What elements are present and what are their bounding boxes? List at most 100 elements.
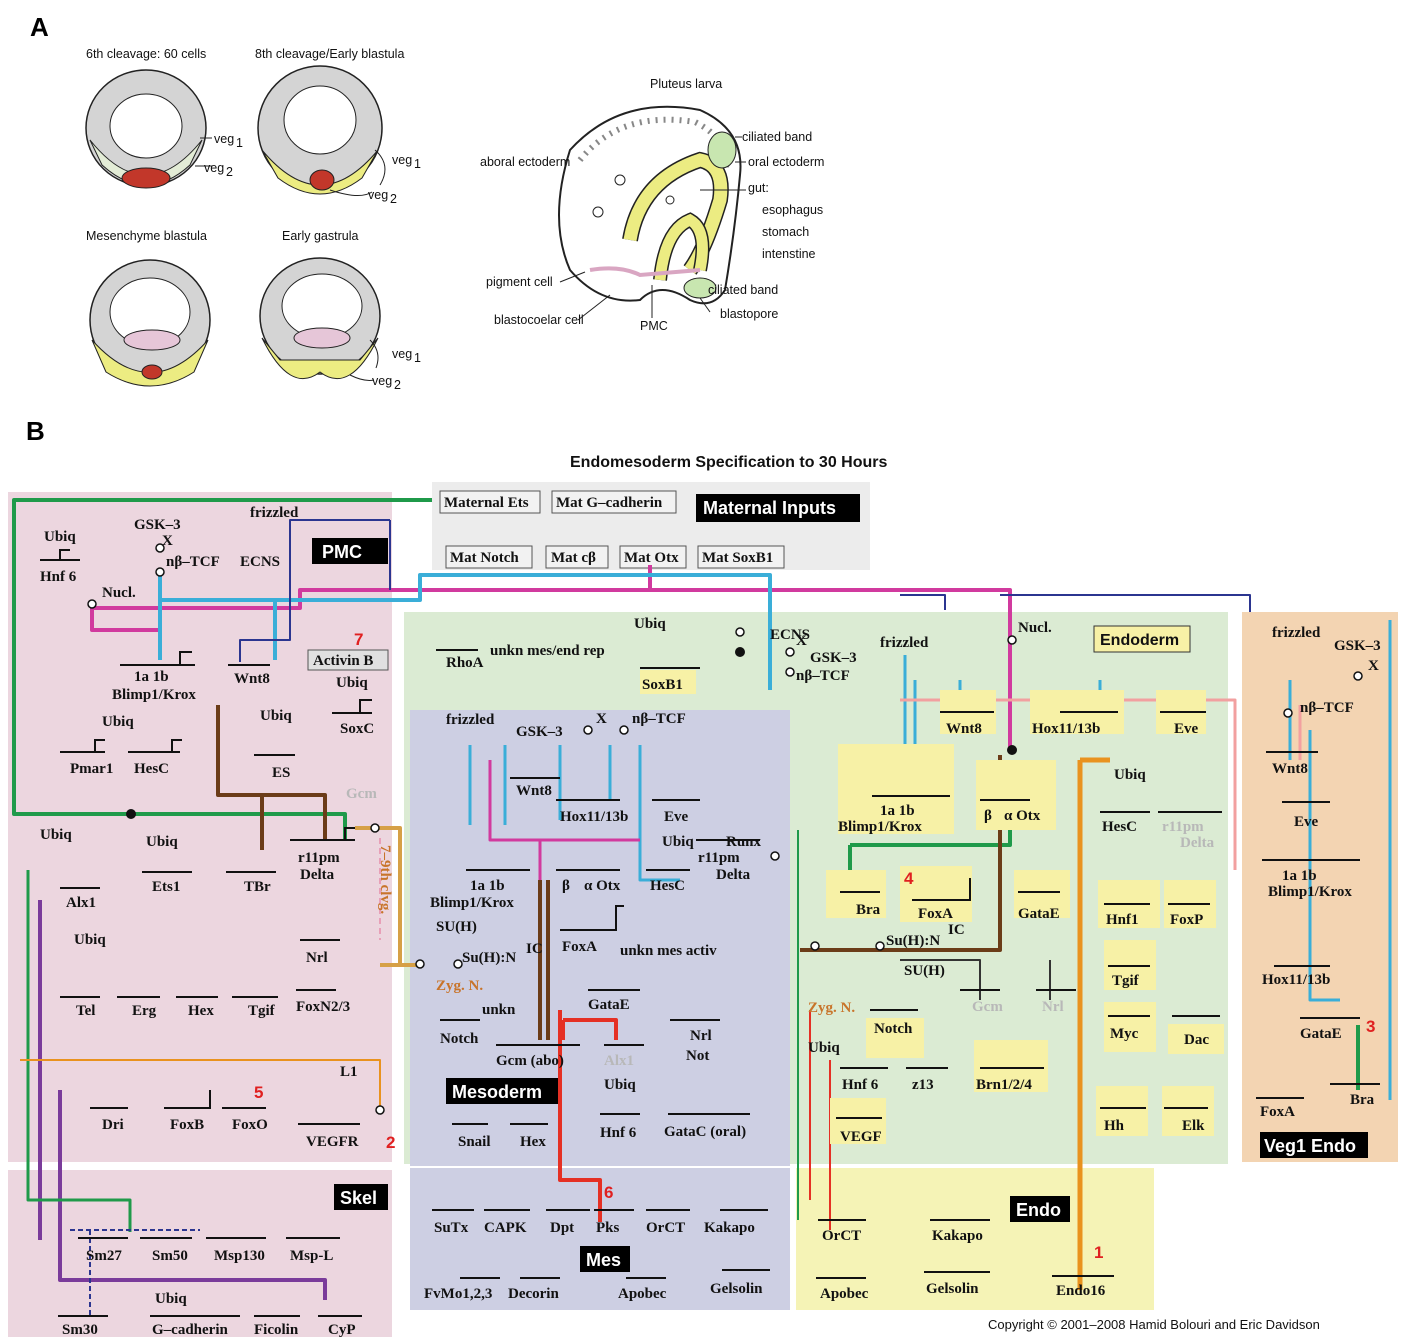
mes-dpt: Dpt bbox=[550, 1220, 574, 1236]
meso-hox: Hox11/13b bbox=[560, 809, 628, 825]
meso-unkn: unkn bbox=[482, 1002, 516, 1018]
pmc-r11pm: r11pm bbox=[298, 850, 340, 866]
label-gut: gut: bbox=[748, 181, 769, 195]
endo-delta: Delta bbox=[1180, 835, 1215, 851]
embryo-early-gastrula bbox=[260, 258, 380, 380]
label-ciliated-band-bottom: ciliated band bbox=[708, 283, 778, 297]
mes-kakapo: Kakapo bbox=[704, 1220, 755, 1236]
pmc-pmar1: Pmar1 bbox=[70, 761, 113, 777]
embryo-mesenchyme-blastula bbox=[90, 260, 210, 386]
endo-notch: Notch bbox=[874, 1021, 913, 1037]
veg1-sub-a: 1 bbox=[236, 136, 243, 150]
endo-r11pm: r11pm bbox=[1162, 819, 1204, 835]
pluteus-larva-drawing bbox=[559, 107, 741, 304]
mes-sutx: SuTx bbox=[434, 1220, 469, 1236]
mes-decorin: Decorin bbox=[508, 1286, 559, 1302]
veg1-endo-badge-label: Veg1 Endo bbox=[1264, 1136, 1356, 1156]
label-pmc-a: PMC bbox=[640, 319, 668, 333]
meso-suh: SU(H) bbox=[436, 919, 477, 935]
endo-hesc: HesC bbox=[1102, 819, 1137, 835]
pmc-number-7: 7 bbox=[354, 630, 363, 649]
pmc-ubiq-ets: Ubiq bbox=[146, 834, 178, 850]
meso-snail: Snail bbox=[458, 1134, 491, 1150]
veg2-sub-b: 2 bbox=[390, 192, 397, 206]
endo-z13: z13 bbox=[912, 1077, 934, 1093]
veg2-label-c: veg bbox=[372, 374, 392, 388]
skel-sm27: Sm27 bbox=[86, 1248, 122, 1264]
mat-cbeta-label: Mat cβ bbox=[551, 550, 596, 566]
mes-capk: CAPK bbox=[484, 1220, 527, 1236]
endo-vegf: VEGF bbox=[840, 1129, 882, 1145]
pmc-tel: Tel bbox=[76, 1003, 95, 1019]
skel-sm50: Sm50 bbox=[152, 1248, 188, 1264]
label-aboral-ectoderm: aboral ectoderm bbox=[480, 155, 570, 169]
mat-gcadherin-label: Mat G–cadherin bbox=[556, 495, 663, 511]
label-mesenchyme-blastula: Mesenchyme blastula bbox=[86, 229, 207, 243]
pmc-vegfr: VEGFR bbox=[306, 1134, 359, 1150]
endo-endo16: Endo16 bbox=[1056, 1283, 1106, 1299]
veg1-wnt8: Wnt8 bbox=[1272, 761, 1308, 777]
veg1-label-b: veg bbox=[392, 153, 412, 167]
meso-blimp-sub: 1a 1b bbox=[470, 878, 505, 894]
endo-ubiq-hnf6: Ubiq bbox=[808, 1040, 840, 1056]
label-intestine: intenstine bbox=[762, 247, 816, 261]
pmc-ubiq-tel: Ubiq bbox=[74, 932, 106, 948]
endo-zygn: Zyg. N. bbox=[808, 1000, 855, 1016]
embryo-6th-cleavage bbox=[86, 70, 212, 188]
pmc-clvg: 7–9th clvg. bbox=[377, 845, 393, 914]
label-esophagus: esophagus bbox=[762, 203, 823, 217]
pmc-tgif: Tgif bbox=[248, 1003, 276, 1019]
veg2-label-b: veg bbox=[368, 188, 388, 202]
endo-myc: Myc bbox=[1110, 1026, 1139, 1042]
meso-frizzled: frizzled bbox=[446, 712, 495, 728]
pmc-nrl: Nrl bbox=[306, 950, 328, 966]
endo-suh: SU(H) bbox=[904, 963, 945, 979]
pmc-delta: Delta bbox=[300, 867, 335, 883]
meso-gsk3: GSK–3 bbox=[516, 724, 563, 740]
pmc-ubiq-es: Ubiq bbox=[260, 708, 292, 724]
veg1-bra: Bra bbox=[1350, 1092, 1375, 1108]
mes-gelsolin: Gelsolin bbox=[710, 1281, 763, 1297]
pmc-foxb: FoxB bbox=[170, 1117, 204, 1133]
pmc-erg: Erg bbox=[132, 1003, 157, 1019]
endo-apobec: Apobec bbox=[820, 1286, 869, 1302]
pmc-ubiq: Ubiq bbox=[44, 529, 76, 545]
mesoderm-badge-label: Mesoderm bbox=[452, 1082, 542, 1102]
pmc-foxn23: FoxN2/3 bbox=[296, 999, 350, 1015]
label-oral-ectoderm: oral ectoderm bbox=[748, 155, 824, 169]
meso-nrl: Nrl bbox=[690, 1028, 712, 1044]
pmc-alx1: Alx1 bbox=[66, 895, 96, 911]
pmc-badge-label: PMC bbox=[322, 542, 362, 562]
endoderm-badge-label: Endoderm bbox=[1100, 632, 1179, 649]
endo-brn: Brn1/2/4 bbox=[976, 1077, 1032, 1093]
pmc-l1: L1 bbox=[340, 1064, 358, 1080]
skel-cyp: CyP bbox=[328, 1322, 356, 1337]
meso-runx: Runx bbox=[726, 834, 762, 850]
pmc-dri: Dri bbox=[102, 1117, 124, 1133]
veg1-label-a: veg bbox=[214, 132, 234, 146]
mat-otx-label: Mat Otx bbox=[624, 550, 679, 566]
mes-orct: OrCT bbox=[646, 1220, 685, 1236]
veg2-label-a: veg bbox=[204, 161, 224, 175]
veg1-number-3: 3 bbox=[1366, 1017, 1375, 1036]
mat-ets-label: Maternal Ets bbox=[444, 495, 529, 511]
mes-fvmo: FvMo1,2,3 bbox=[424, 1286, 492, 1302]
meso-suh-nic: Su(H):N bbox=[462, 950, 516, 966]
meso-beta: β bbox=[562, 878, 570, 894]
meso-gatac: GataC (oral) bbox=[664, 1124, 746, 1140]
meso-hex: Hex bbox=[520, 1134, 546, 1150]
label-stomach: stomach bbox=[762, 225, 809, 239]
meso-not: Not bbox=[686, 1048, 709, 1064]
endo-elk: Elk bbox=[1182, 1118, 1205, 1134]
panel-b-letter: B bbox=[26, 416, 45, 446]
endo-hnf6: Hnf 6 bbox=[842, 1077, 879, 1093]
meso-r11pm: r11pm bbox=[698, 850, 740, 866]
embryo-early-blastula bbox=[258, 66, 385, 196]
endo-gatae: GataE bbox=[1018, 906, 1060, 922]
meso-alpha-otx: α Otx bbox=[584, 878, 621, 894]
panel-a-letter: A bbox=[30, 12, 49, 42]
label-6th-cleavage: 6th cleavage: 60 cells bbox=[86, 47, 206, 61]
endo-hox: Hox11/13b bbox=[1032, 721, 1100, 737]
veg1-sub-c: 1 bbox=[414, 351, 421, 365]
activin-b-label: Activin B bbox=[313, 653, 373, 669]
